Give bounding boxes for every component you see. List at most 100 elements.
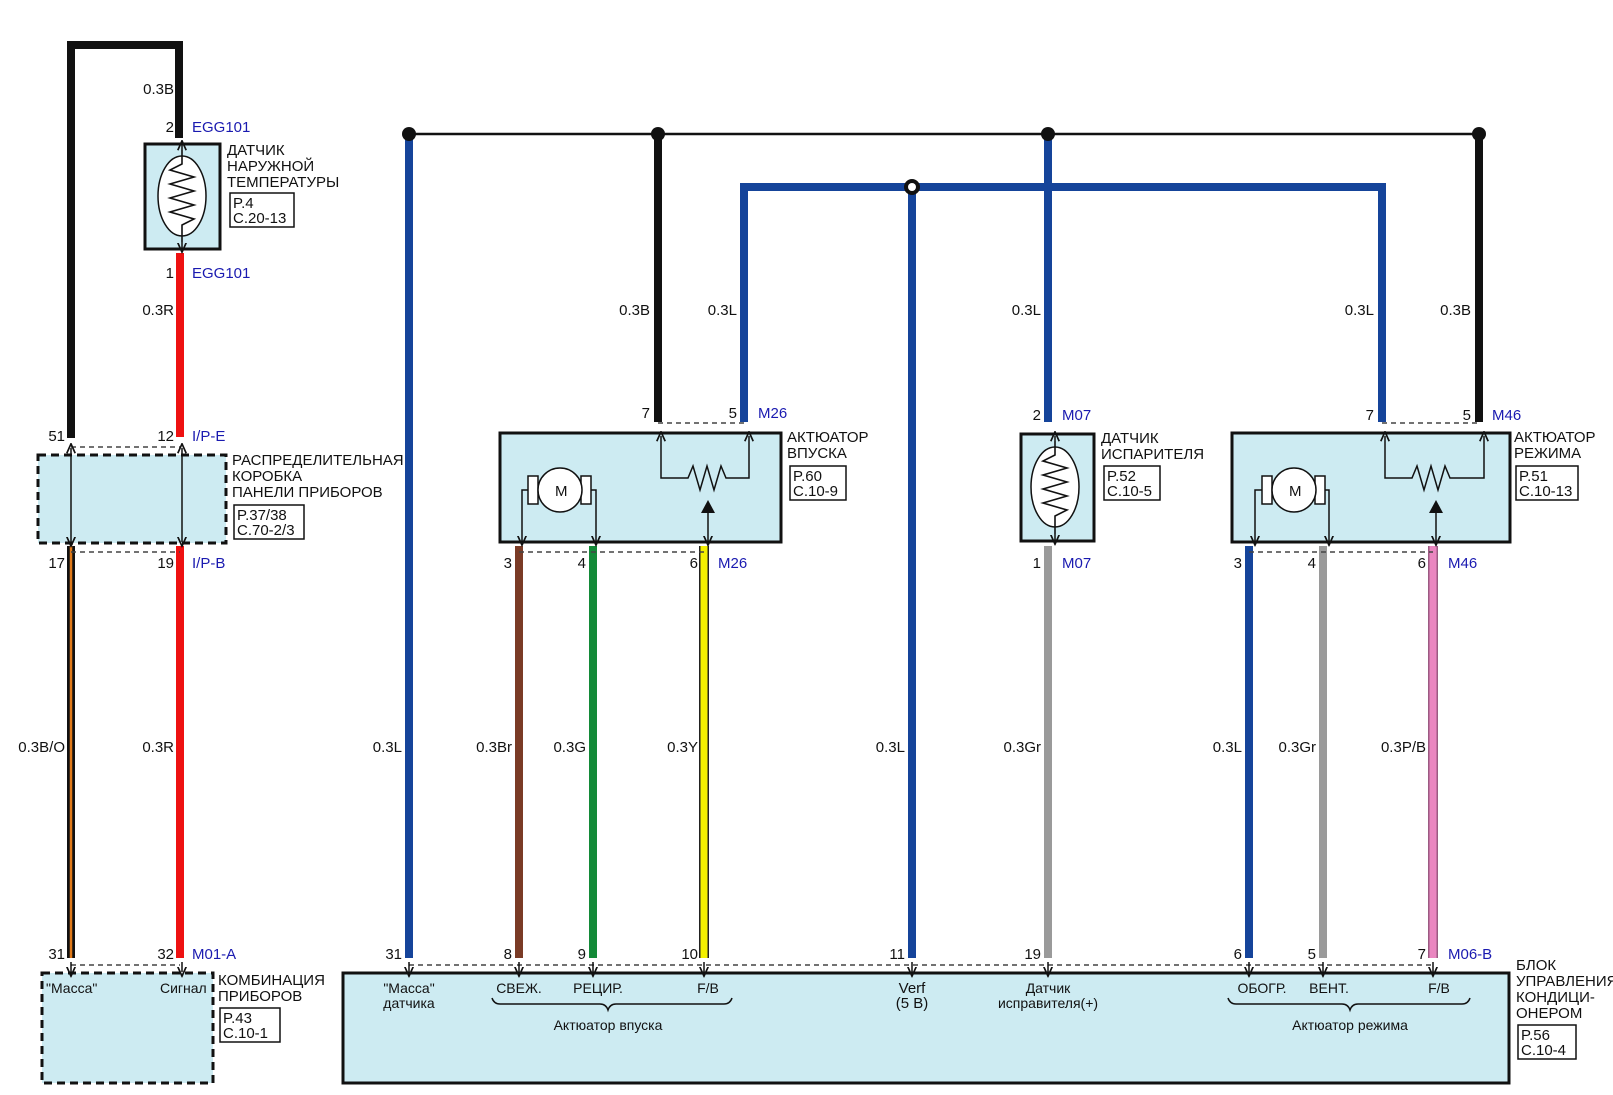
- page-ref: P.4: [233, 195, 254, 212]
- pin-number: 32: [157, 946, 174, 963]
- component-name: ДАТЧИК: [227, 142, 285, 159]
- group-brace: [491, 997, 733, 1013]
- connector-id: I/P-E: [192, 428, 225, 445]
- wire-label: 0.3L: [1012, 302, 1041, 319]
- wire-label: 0.3L: [708, 302, 737, 319]
- component-name: АКТЮАТОР: [1514, 429, 1596, 446]
- component-name: КОНДИЦИ-: [1516, 989, 1595, 1006]
- pin-number: 3: [504, 555, 512, 572]
- pin-number: 7: [1366, 407, 1374, 424]
- instrument-cluster: "Масса" Сигнал КОМБИНАЦИЯ ПРИБОРОВ P.43 …: [40, 962, 325, 1085]
- page-ref: P.52: [1107, 468, 1136, 485]
- pin-number: 3: [1234, 555, 1242, 572]
- pin-label: Сигнал: [160, 980, 207, 996]
- pin-number: 11: [889, 946, 905, 963]
- connector-ids: EGG101 EGG101 I/P-E I/P-B M01-A M26 M26 …: [192, 119, 1521, 963]
- component-name: ПАНЕЛИ ПРИБОРОВ: [232, 484, 383, 501]
- wire-label: 0.3Y: [667, 739, 698, 756]
- ac-control-module: "Масса" датчика СВЕЖ. РЕЦИР. F/B Verf (5…: [341, 957, 1613, 1085]
- wire-label: 0.3L: [373, 739, 402, 756]
- connector-id: M26: [718, 555, 747, 572]
- wire-labels: 0.3B 0.3R 0.3B/O 0.3R 0.3L 0.3B 0.3L 0.3…: [18, 81, 1471, 756]
- thermistor-icon: [1030, 441, 1080, 534]
- page-ref: C.10-1: [223, 1025, 268, 1042]
- wire-label: 0.3R: [142, 739, 174, 756]
- outside-temperature-sensor: ДАТЧИК НАРУЖНОЙ ТЕМПЕРАТУРЫ P.4 C.20-13: [143, 142, 339, 249]
- wire-label: 0.3G: [553, 739, 586, 756]
- pin-number: 51: [48, 428, 65, 445]
- pin-number: 19: [157, 555, 174, 572]
- wire-label: 0.3L: [1213, 739, 1242, 756]
- pin-number: 5: [729, 405, 737, 422]
- group-label: Актюатор режима: [1292, 1017, 1408, 1033]
- potentiometer-icon: [1385, 436, 1484, 541]
- pin-number: 7: [1418, 946, 1426, 963]
- component-name: КОРОБКА: [232, 468, 302, 485]
- page-ref: C.10-13: [1519, 483, 1572, 500]
- component-name: УПРАВЛЕНИЯ: [1516, 973, 1613, 990]
- group-label: Актюатор впуска: [554, 1017, 663, 1033]
- thermistor-icon: [157, 150, 207, 242]
- mode-actuator: M АКТЮАТОР РЕЖИМА P.51 C.10-13: [1230, 422, 1596, 553]
- connector-id: M26: [758, 405, 787, 422]
- component-name: КОМБИНАЦИЯ: [218, 972, 325, 989]
- pin-number: 4: [578, 555, 586, 572]
- component-name: БЛОК: [1516, 957, 1556, 974]
- junction-box: РАСПРЕДЕЛИТЕЛЬНАЯ КОРОБКА ПАНЕЛИ ПРИБОРО…: [36, 447, 404, 553]
- junction-dot: [651, 127, 665, 141]
- pin-number: 1: [1033, 555, 1041, 572]
- wire-label: 0.3R: [142, 302, 174, 319]
- pin-number: 10: [681, 946, 698, 963]
- connector-id: M46: [1492, 407, 1521, 424]
- wire-label: 0.3Gr: [1003, 739, 1041, 756]
- pin-label: Датчик: [1026, 980, 1071, 996]
- wire-label: 0.3P/B: [1381, 739, 1426, 756]
- pin-number: 7: [642, 405, 650, 422]
- component-name: ОНЕРОМ: [1516, 1005, 1582, 1022]
- evaporator-sensor: ДАТЧИК ИСПАРИТЕЛЯ P.52 C.10-5: [1019, 430, 1204, 541]
- wire-label: 0.3L: [876, 739, 905, 756]
- connector-id: M46: [1448, 555, 1477, 572]
- pin-label: F/B: [1428, 980, 1450, 996]
- pin-number: 4: [1308, 555, 1316, 572]
- pin-number: 17: [48, 555, 65, 572]
- pin-number: 6: [1234, 946, 1242, 963]
- pin-number: 31: [48, 946, 65, 963]
- pin-label: F/B: [697, 980, 719, 996]
- junction-dot: [1472, 127, 1486, 141]
- page-ref: P.43: [223, 1010, 252, 1027]
- page-ref: C.10-4: [1521, 1042, 1566, 1059]
- component-name: ВПУСКА: [787, 445, 847, 462]
- wire-blue-bus: [740, 183, 1386, 422]
- wire-label: 0.3Gr: [1278, 739, 1316, 756]
- junction-dot: [1041, 127, 1055, 141]
- pin-number: 6: [690, 555, 698, 572]
- pin-number: 9: [578, 946, 586, 963]
- pin-number: 31: [385, 946, 402, 963]
- component-name: НАРУЖНОЙ: [227, 157, 314, 175]
- page-ref: C.10-9: [793, 483, 838, 500]
- connector-id: M06-B: [1448, 946, 1492, 963]
- page-ref: P.51: [1519, 468, 1548, 485]
- component-name: ТЕМПЕРАТУРЫ: [227, 174, 339, 191]
- page-ref: C.70-2/3: [237, 522, 295, 539]
- pin-numbers: 2 1 51 12 17 19 31 32 7 5 3 4 6 2 1 7 5 …: [48, 119, 1471, 963]
- motor-icon: M: [527, 467, 592, 513]
- wire-label: 0.3Br: [476, 739, 512, 756]
- pin-label: датчика: [383, 995, 435, 1011]
- component-name: РАСПРЕДЕЛИТЕЛЬНАЯ: [232, 452, 404, 469]
- pin-label: "Масса": [383, 980, 434, 996]
- component-name: ДАТЧИК: [1101, 430, 1159, 447]
- pin-number: 5: [1308, 946, 1316, 963]
- wire-label: 0.3B: [619, 302, 650, 319]
- connector-id: EGG101: [192, 119, 250, 136]
- pin-label: СВЕЖ.: [496, 980, 542, 996]
- pin-number: 6: [1418, 555, 1426, 572]
- pin-number: 19: [1024, 946, 1041, 963]
- intake-actuator: M АКТЮАТОР ВПУСКА P.60 C.10-9: [498, 422, 869, 553]
- pin-label: исправителя(+): [998, 995, 1098, 1011]
- pin-label: (5 B): [896, 995, 929, 1012]
- component-name: АКТЮАТОР: [787, 429, 869, 446]
- pin-label: "Масса": [46, 980, 97, 996]
- wire-black-loop: [67, 41, 183, 438]
